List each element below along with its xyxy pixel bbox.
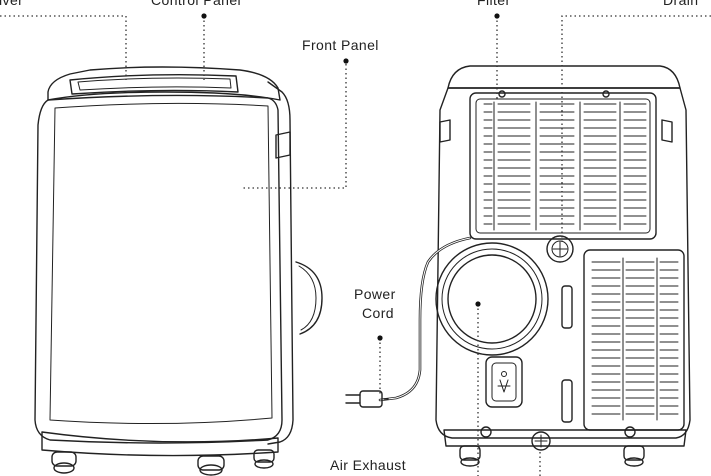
power-cord-label-line1: Power: [354, 286, 396, 302]
filter-tab: [602, 90, 610, 98]
control-panel-dot: [201, 13, 207, 19]
air-exhaust-dot: [475, 301, 481, 307]
cord-storage: [485, 356, 523, 408]
front-panel-dot: [343, 58, 349, 64]
rear-unit-base: [443, 429, 687, 447]
air-exhaust-port: [435, 242, 549, 356]
leader-dots: [201, 13, 500, 341]
drain-leader: [561, 15, 711, 242]
lower-grille-frame: [583, 249, 685, 431]
air-exhaust-label: Air Exhaust: [330, 457, 406, 473]
front-unit-side: [267, 81, 294, 445]
front-panel-leader: [242, 64, 347, 189]
drain-plug-upper: [546, 235, 574, 263]
drain-label: Drain: [663, 0, 699, 8]
rear-handle-left: [439, 119, 451, 143]
vent-slot: [561, 285, 573, 329]
control-panel-label: Control Panel: [151, 0, 242, 8]
rear-unit: [435, 65, 691, 467]
front-casters: [51, 449, 275, 476]
filter-frame-inner: [475, 98, 651, 234]
rear-casters: [459, 445, 645, 467]
filter-dot: [494, 13, 500, 19]
vent-slot: [561, 379, 573, 423]
front-unit-top-cap: [47, 66, 281, 101]
power-cord: [345, 236, 472, 408]
louver-label: Louver: [0, 0, 24, 8]
drain-plug-lower: [531, 431, 551, 451]
filter-grille: [483, 101, 647, 231]
rear-unit-body: [435, 87, 691, 439]
control-panel-recess: [69, 73, 239, 95]
exhaust-bulge-inner: [298, 265, 317, 331]
rear-unit-top: [447, 65, 681, 89]
front-panel-outline: [49, 102, 273, 425]
base-screw: [480, 426, 492, 438]
rear-handle-right: [661, 119, 673, 143]
filter-frame: [469, 92, 657, 240]
front-unit-body: [34, 94, 283, 444]
lower-grille: [591, 257, 679, 421]
front-unit-base: [41, 431, 279, 457]
front-panel-label: Front Panel: [302, 37, 379, 53]
power-cord-dot: [377, 335, 383, 341]
front-unit: [34, 66, 323, 476]
leader-lines: [0, 15, 711, 476]
power-cord-label-line2: Cord: [362, 305, 394, 321]
base-screw: [624, 426, 636, 438]
side-handle: [275, 131, 291, 159]
filter-tab: [498, 90, 506, 98]
louver-leader: [0, 15, 127, 80]
exhaust-bulge: [295, 261, 323, 335]
control-panel-inner: [77, 77, 232, 91]
filter-label: Filter: [477, 0, 511, 8]
